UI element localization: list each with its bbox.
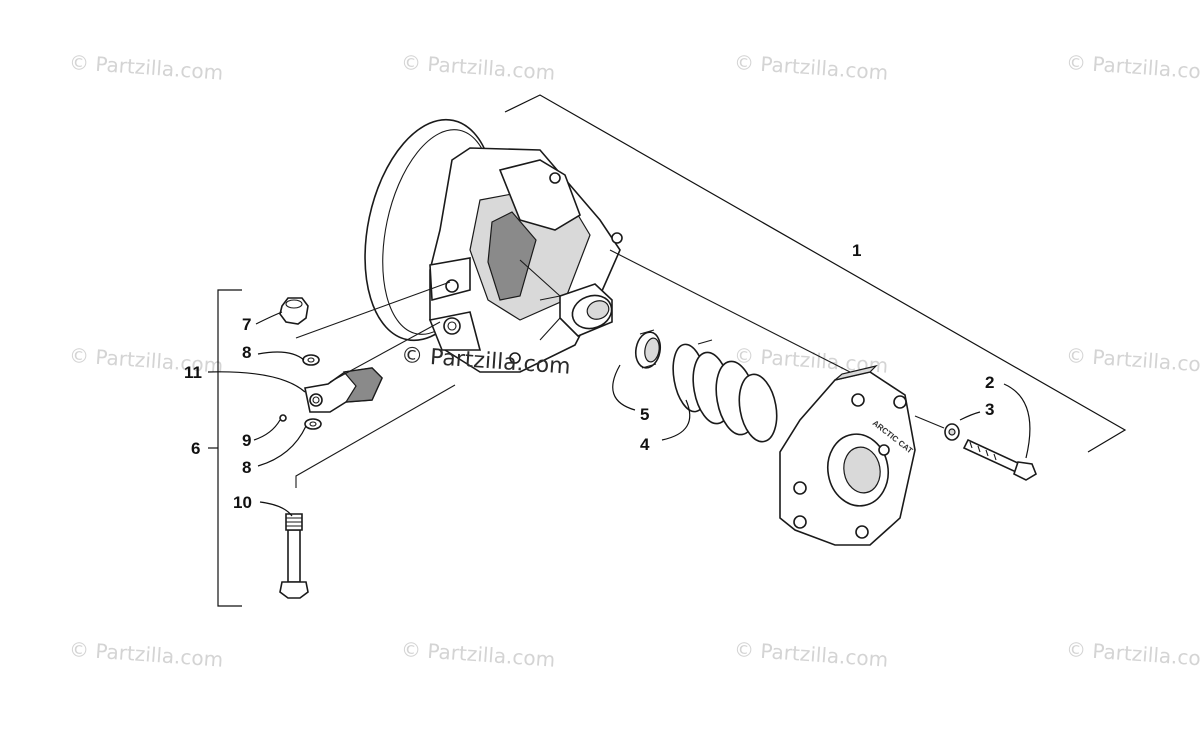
assembly-1-bracket [504,94,1127,453]
assembly-6-bracket [208,289,242,607]
spring [672,339,778,443]
callout-10: 10 [233,493,252,512]
washer [914,415,960,441]
callout-11: 11 [184,363,202,382]
callout-9: 9 [242,431,252,450]
washer-upper [302,354,320,366]
callout-5: 5 [640,405,650,424]
bolt [279,513,309,599]
cap-screw [962,438,1037,481]
nut [279,297,309,325]
cover-plate: ARCTIC CAT [779,364,916,546]
callout-4: 4 [640,435,650,454]
callout-8-lower: 8 [242,458,252,477]
bushing [634,329,662,369]
callout-6: 6 [191,439,201,458]
clutch-sheave [364,118,851,373]
pin [279,414,287,422]
clutch-arm [304,321,441,413]
callout-1: 1 [852,241,862,260]
callout-7: 7 [242,315,252,334]
callout-8-upper: 8 [242,343,252,362]
callout-3: 3 [985,400,995,419]
callout-2: 2 [985,373,995,392]
washer-lower [304,418,322,430]
